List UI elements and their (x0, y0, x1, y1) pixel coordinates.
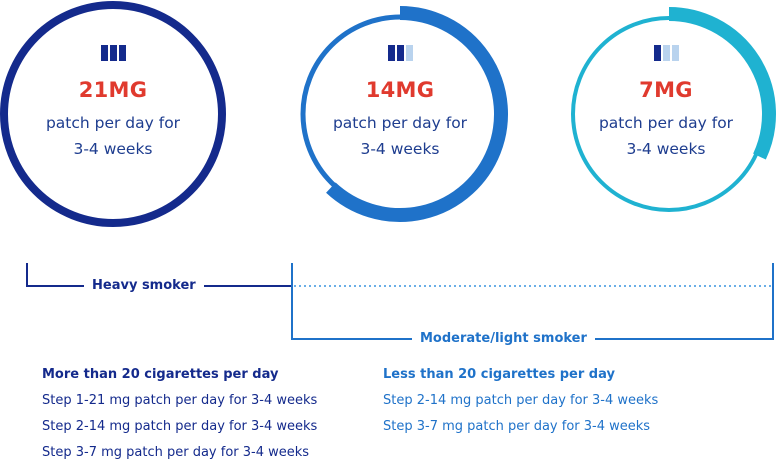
moderate-smoker-info: Less than 20 cigarettes per day Step 2-1… (383, 362, 658, 440)
dose-label: 7MG (639, 78, 693, 102)
ring-21mg (0, 1, 226, 227)
dose-label: 14MG (365, 78, 435, 102)
heavy-step-2: Step 2-14 mg patch per day for 3-4 weeks (42, 419, 318, 434)
moderate-step-3: Step 3-7 mg patch per day for 3-4 weeks (383, 419, 651, 434)
heavy-smoker-info: More than 20 cigarettes per day Step 1-2… (42, 362, 317, 466)
heavy-smoker-heading: More than 20 cigarettes per day (42, 367, 279, 382)
two-of-three-bars-icon (300, 45, 500, 61)
plan-21mg: 21MG patch per day for 3-4 weeks (13, 45, 213, 162)
dose-description-line2: 3-4 weeks (73, 140, 153, 158)
heavy-step-3: Step 3-7 mg patch per day for 3-4 weeks (42, 445, 310, 460)
dose-description-line1: patch per day for (598, 114, 734, 132)
dose-label: 21MG (78, 78, 148, 102)
dose-description-line2: 3-4 weeks (626, 140, 706, 158)
dose-description-line1: patch per day for (332, 114, 468, 132)
moderate-smoker-heading: Less than 20 cigarettes per day (383, 367, 615, 382)
moderate-bracket (291, 263, 774, 340)
moderate-smoker-label: Moderate/light smoker (412, 330, 595, 348)
plan-7mg: 7MG patch per day for 3-4 weeks (566, 45, 766, 162)
one-of-three-bars-icon (566, 45, 766, 61)
moderate-step-2: Step 2-14 mg patch per day for 3-4 weeks (383, 393, 659, 408)
arc-14mg (326, 6, 508, 222)
heavy-step-1: Step 1-21 mg patch per day for 3-4 weeks (42, 393, 318, 408)
dose-description-line1: patch per day for (45, 114, 181, 132)
arc-7mg (668, 7, 776, 160)
heavy-smoker-label: Heavy smoker (84, 277, 204, 295)
plan-14mg: 14MG patch per day for 3-4 weeks (300, 45, 500, 162)
dose-description-line2: 3-4 weeks (360, 140, 440, 158)
three-bars-full-icon (13, 45, 213, 61)
